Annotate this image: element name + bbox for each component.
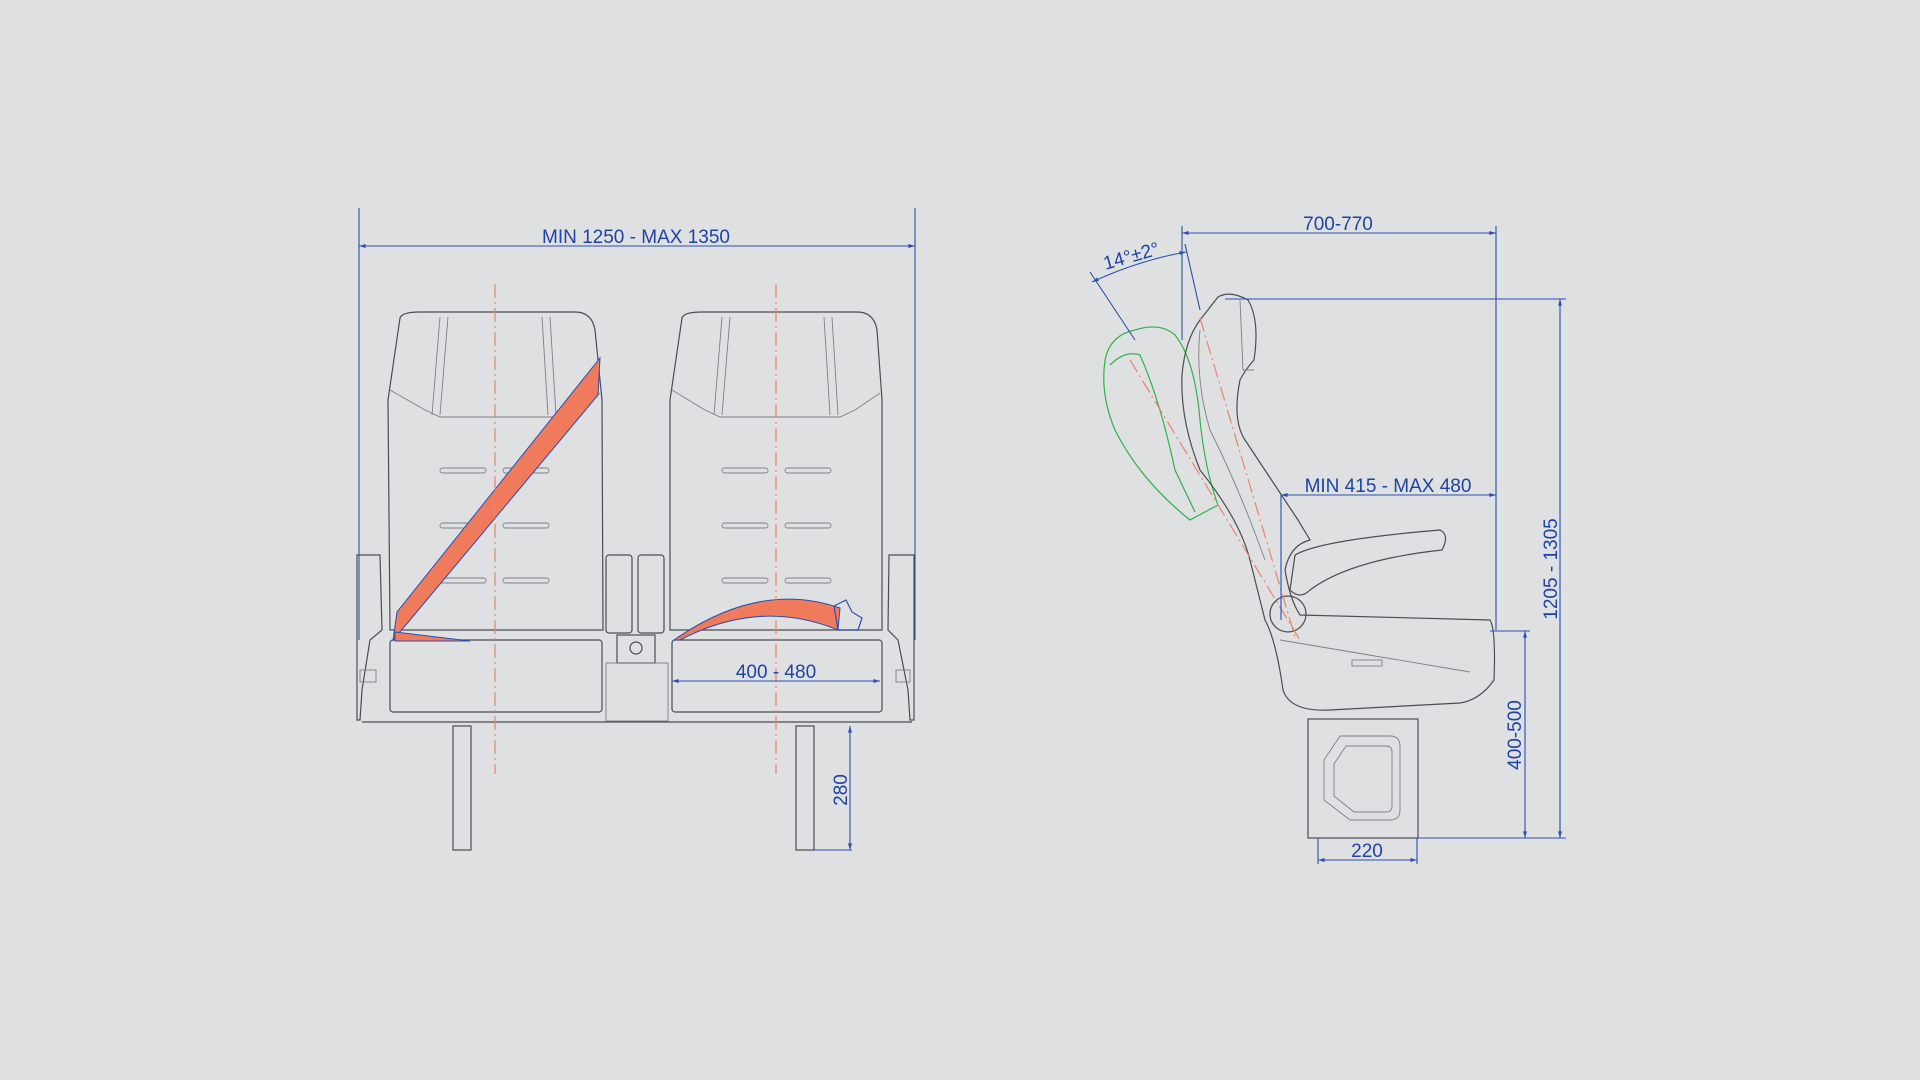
left-shoulder-belt xyxy=(392,356,601,642)
center-armrest-right xyxy=(637,554,665,634)
right-headrest-line xyxy=(671,389,881,418)
side-seat-outline xyxy=(1181,293,1496,711)
angle-arc xyxy=(1091,251,1187,283)
left-armrest-lever xyxy=(359,669,377,683)
socket-icon xyxy=(629,641,643,655)
pedestal-cutout-outer xyxy=(1323,735,1401,821)
center-console xyxy=(605,554,669,722)
reclined-backrest-inner xyxy=(1109,353,1196,513)
side-backrest-inner xyxy=(1198,329,1266,561)
armrest-pivot xyxy=(1269,595,1307,633)
recline-angle-label: 14°±2° xyxy=(1101,239,1162,275)
pedestal-width-label: 220 xyxy=(1351,841,1383,862)
angle-leg-upright xyxy=(1184,243,1201,311)
right-lap-belt xyxy=(672,598,841,641)
console-socket-plate xyxy=(616,634,656,664)
seat-height-label: 400-500 xyxy=(1505,700,1526,770)
recline-lever xyxy=(1351,659,1383,667)
right-seat xyxy=(669,311,883,713)
right-headrest-seams xyxy=(713,316,839,416)
left-lap-belt xyxy=(394,631,471,642)
left-backrest-outline xyxy=(387,311,604,631)
depth-label: 700-770 xyxy=(1303,214,1373,235)
left-headrest-seams xyxy=(431,316,557,416)
console-base xyxy=(605,662,669,722)
right-seat-cushion xyxy=(671,639,883,713)
reclined-backrest-outline xyxy=(1103,326,1219,521)
left-seat xyxy=(387,311,604,713)
pedestal xyxy=(1307,718,1419,839)
center-armrest-left xyxy=(605,554,633,634)
side-view: 700-770 14°±2° MIN 415 - MAX 480 1205 - … xyxy=(1089,214,1566,864)
upright-centerline xyxy=(1199,317,1297,641)
left-leg xyxy=(452,725,472,851)
pedestal-box xyxy=(1307,718,1419,839)
right-backrest-outline xyxy=(669,311,883,631)
right-armrest xyxy=(887,554,915,721)
overall-width-label: MIN 1250 - MAX 1350 xyxy=(542,227,730,248)
leg-height-label: 280 xyxy=(831,774,852,806)
left-armrest xyxy=(356,554,383,721)
seat-width-label: 400 - 480 xyxy=(736,662,816,683)
side-headrest xyxy=(1239,299,1254,371)
left-seat-cushion xyxy=(389,639,603,713)
side-seat-cushion-line xyxy=(1279,639,1471,673)
seat-depth-label: MIN 415 - MAX 480 xyxy=(1305,476,1472,497)
total-height-label: 1205 - 1305 xyxy=(1541,518,1562,619)
angle-leg-reclined xyxy=(1089,271,1136,341)
front-view: MIN 1250 - MAX 1350 xyxy=(356,208,916,851)
reclined-centerline xyxy=(1129,359,1301,641)
right-back-vents xyxy=(721,467,832,584)
right-armrest-lever xyxy=(895,669,911,683)
pedestal-cutout-inner xyxy=(1333,745,1393,813)
buckle-icon xyxy=(833,599,863,631)
side-armrest xyxy=(1289,529,1447,596)
right-leg xyxy=(795,725,815,851)
